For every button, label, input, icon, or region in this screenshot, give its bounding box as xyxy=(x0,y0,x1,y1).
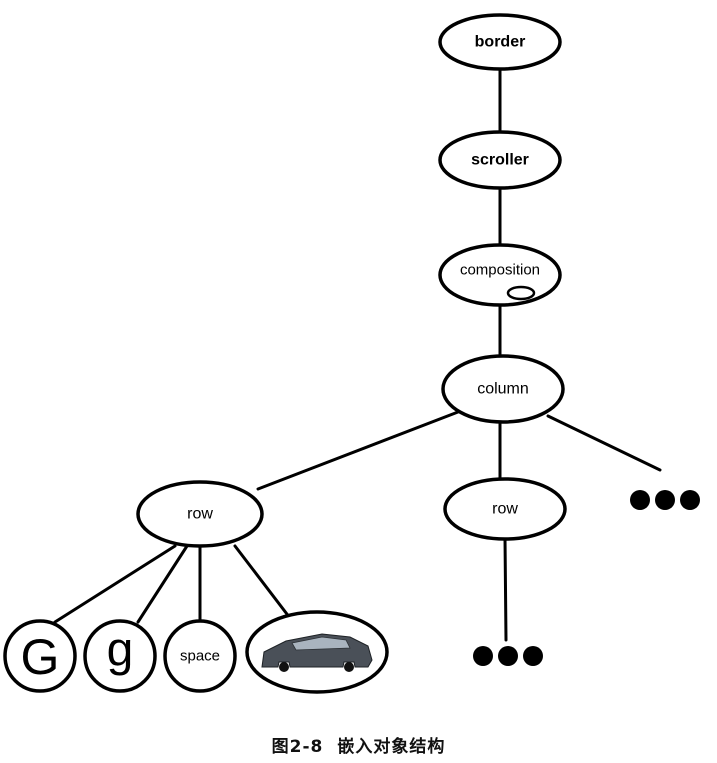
node-row-middle-label: row xyxy=(492,501,518,518)
edge-row-left-glyph-lower xyxy=(136,544,189,624)
node-glyph-upper-label: G xyxy=(21,629,60,685)
node-glyph-upper-shape xyxy=(3,619,77,693)
ellipsis-dot xyxy=(655,490,675,510)
node-glyph-lower-label: g xyxy=(107,624,134,677)
node-glyph-lower: g xyxy=(83,619,157,693)
ellipsis-dot xyxy=(498,646,518,666)
node-space-label: space xyxy=(180,648,220,665)
node-border-label: border xyxy=(475,34,526,51)
figure-title: 嵌入对象结构 xyxy=(337,737,446,757)
node-row-left-shape xyxy=(136,480,264,548)
node-row-left-label: row xyxy=(187,506,213,523)
tree-edges xyxy=(53,66,662,642)
node-scroller-shape xyxy=(438,130,562,190)
composition-embed-marker xyxy=(506,285,536,301)
ellipsis-icon xyxy=(473,646,543,666)
figure-caption: 图2-8 嵌入对象结构 xyxy=(0,732,717,757)
node-border-shape xyxy=(438,13,562,71)
car-wheel-rear xyxy=(344,662,354,672)
edge-row-middle-ellipsis xyxy=(503,536,508,642)
node-composition-label: composition xyxy=(460,262,540,279)
node-border: border xyxy=(438,13,562,71)
edge-row-left-glyph-upper xyxy=(53,544,177,624)
node-composition: composition xyxy=(438,243,562,307)
node-row-left: row xyxy=(136,480,264,548)
ellipsis-dot xyxy=(680,490,700,510)
car-wheel-front xyxy=(279,662,289,672)
ellipsis-icon xyxy=(630,490,700,510)
car-icon xyxy=(261,633,373,672)
node-column: column xyxy=(441,354,565,424)
node-glyph-upper: G xyxy=(3,619,77,693)
node-row-middle: row xyxy=(443,477,567,541)
node-row-middle-shape xyxy=(443,477,567,541)
car-window xyxy=(291,636,351,651)
node-space-shape xyxy=(163,619,237,693)
node-space: space xyxy=(163,619,237,693)
edge-column-row-left xyxy=(256,410,460,491)
node-scroller-label: scroller xyxy=(471,152,529,169)
edge-column-ellipsis xyxy=(546,414,662,472)
ellipsis-dot xyxy=(523,646,543,666)
node-column-shape xyxy=(441,354,565,424)
node-column-label: column xyxy=(477,381,529,398)
node-embedded-object xyxy=(245,610,389,694)
ellipsis-dot xyxy=(630,490,650,510)
figure-number: 图2-8 xyxy=(271,737,324,757)
node-scroller: scroller xyxy=(438,130,562,190)
edge-row-left-embedded-object xyxy=(233,544,295,624)
node-glyph-lower-shape xyxy=(83,619,157,693)
ellipsis-dot xyxy=(473,646,493,666)
